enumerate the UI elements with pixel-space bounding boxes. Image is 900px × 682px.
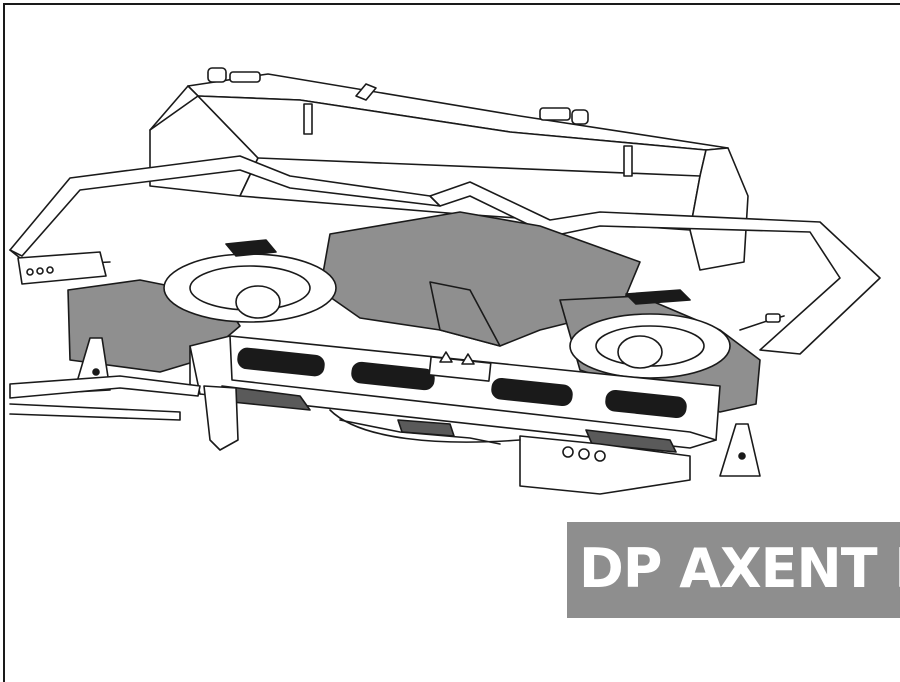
document-title: DP AXENT P	[579, 537, 900, 600]
page-border	[3, 3, 900, 682]
title-band: DP AXENT P	[567, 522, 900, 618]
machine-line-drawing-icon	[9, 67, 881, 495]
